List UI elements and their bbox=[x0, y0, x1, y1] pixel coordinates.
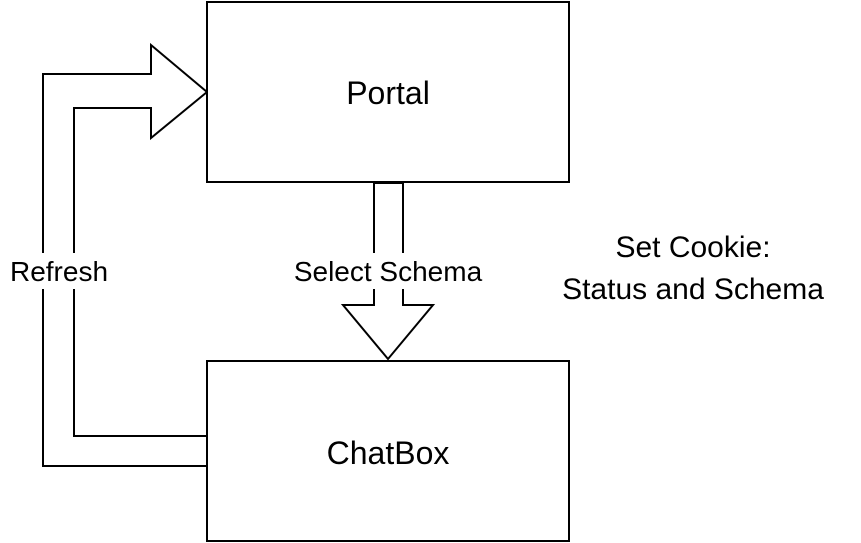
chatbox-label: ChatBox bbox=[327, 435, 450, 471]
select-schema-label: Select Schema bbox=[294, 256, 483, 287]
refresh-label: Refresh bbox=[10, 256, 108, 287]
portal-label: Portal bbox=[346, 75, 430, 111]
portal-box bbox=[206, 1, 570, 183]
cookie-note-line2: Status and Schema bbox=[562, 273, 824, 306]
select-schema-label-bg bbox=[276, 253, 500, 289]
refresh-label-bg bbox=[0, 253, 118, 289]
cookie-note-line1: Set Cookie: bbox=[615, 231, 770, 264]
chatbox-box bbox=[206, 360, 570, 542]
